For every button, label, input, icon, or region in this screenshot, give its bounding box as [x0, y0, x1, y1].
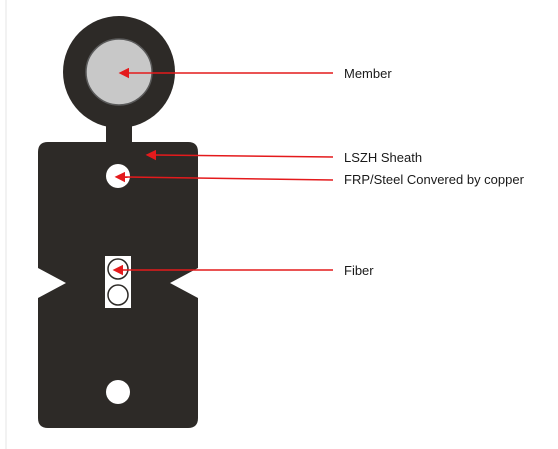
- frp-steel-label: FRP/Steel Convered by copper: [344, 172, 525, 187]
- lszh-sheath-label: LSZH Sheath: [344, 150, 422, 165]
- member-core: [85, 38, 153, 106]
- fiber-label: Fiber: [344, 263, 374, 278]
- lszh-sheath-arrow: [145, 149, 334, 161]
- fiber-upper: [107, 258, 129, 280]
- strength-member-upper: [106, 164, 130, 188]
- strength-member-lower: [106, 380, 130, 404]
- fiber-lower: [107, 284, 129, 306]
- frp-steel-arrow: [114, 171, 334, 183]
- member-label: Member: [344, 66, 392, 81]
